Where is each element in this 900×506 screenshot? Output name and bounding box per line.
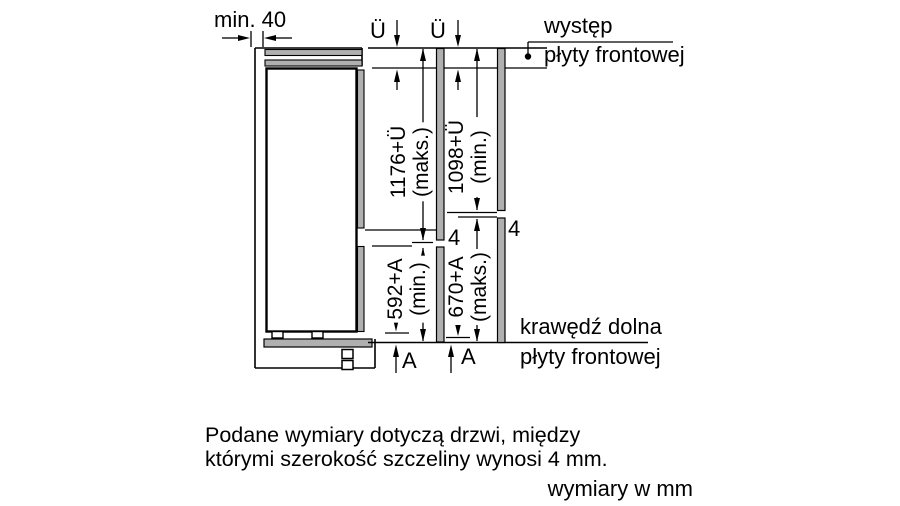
note-text: Podane wymiary dotyczą drzwi, między któ… (205, 423, 608, 471)
bottom-edge-label-line2: płyty frontowej (520, 344, 661, 369)
overhang-u-label-left: Ü (370, 18, 386, 43)
overhang-arrows (394, 20, 461, 90)
min-gap-dimension (222, 31, 292, 47)
dim-qualifier: (min.) (407, 262, 430, 316)
dim-label-upper-door-min: 1098+Ü (min.) (445, 116, 491, 198)
dim-qualifier: (maks.) (410, 127, 433, 197)
dim-value: 592+A (384, 258, 407, 320)
note-line2: którymi szerokość szczeliny wynosi 4 mm. (205, 447, 608, 471)
adjustment-feet (271, 330, 324, 339)
front-panel-right (496, 47, 506, 344)
gap-extension-lines (365, 211, 497, 247)
gap-4-label-right: 4 (508, 216, 521, 241)
front-panel-protrusion-label-line2: płyty frontowej (544, 42, 685, 67)
dim-label-upper-door-max: 1176+Ü (maks.) (387, 122, 433, 202)
front-panel-left (435, 47, 445, 343)
bottom-edge-label-line1: krawędź dolna (520, 314, 662, 339)
top-panel-bars (264, 48, 363, 67)
protrusion-leader (524, 41, 673, 60)
units-label: wymiary w mm (547, 476, 693, 501)
note-line1: Podane wymiary dotyczą drzwi, między (205, 423, 581, 447)
plinth-feet (341, 348, 354, 371)
dim-value: 670+A (445, 256, 468, 318)
plinth-bar (263, 338, 373, 348)
overhang-u-label-right: Ü (430, 18, 446, 43)
offset-a-label-right: A (461, 344, 476, 369)
offset-a-label-left: A (402, 348, 417, 373)
gap-4-label-left: 4 (448, 225, 461, 250)
dim-qualifier: (min.) (468, 130, 491, 184)
appliance-door (356, 69, 365, 333)
dim-label-lower-door-min: 592+A (min.) (384, 255, 430, 323)
cabinet-outline (254, 47, 376, 369)
appliance-body (265, 67, 358, 333)
front-panel-protrusion-label-line1: występ (544, 13, 613, 38)
dim-value: 1098+Ü (445, 119, 468, 195)
dim-value: 1176+Ü (387, 125, 410, 199)
dim-qualifier: (maks.) (468, 252, 491, 322)
dim-label-lower-door-max: 670+A (maks.) (445, 249, 491, 325)
min-gap-label: min. 40 (214, 7, 287, 32)
